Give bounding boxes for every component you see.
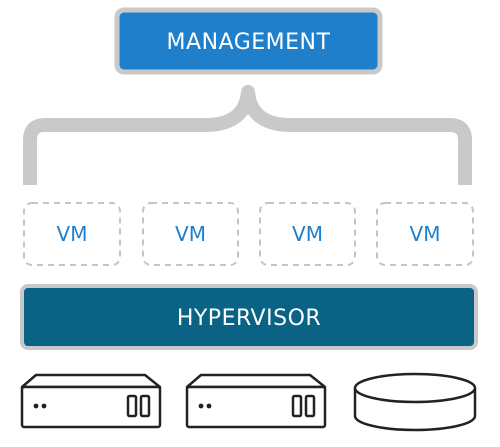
- storage-disk-icon: [353, 372, 477, 432]
- server-icon: [185, 373, 327, 429]
- management-label: MANAGEMENT: [167, 30, 331, 55]
- hypervisor-box: HYPERVISOR: [20, 284, 478, 350]
- vm-label: VM: [292, 222, 323, 246]
- bracket-connector: [23, 85, 472, 185]
- vm-box: VM: [376, 202, 474, 266]
- vm-box: VM: [259, 202, 356, 266]
- management-box: MANAGEMENT: [114, 7, 383, 75]
- vm-label: VM: [57, 222, 88, 246]
- vm-label: VM: [175, 222, 206, 246]
- hypervisor-label: HYPERVISOR: [177, 306, 321, 331]
- vm-label: VM: [410, 222, 441, 246]
- server-icon: [20, 373, 162, 429]
- vm-box: VM: [23, 202, 121, 266]
- vm-box: VM: [142, 202, 239, 266]
